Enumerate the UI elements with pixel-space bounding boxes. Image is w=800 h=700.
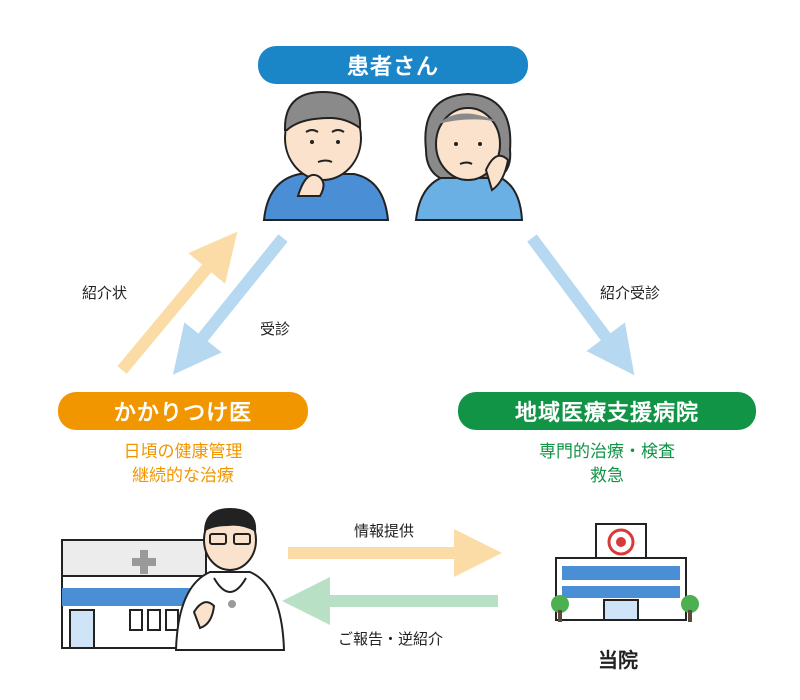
hospital-name: 当院 (598, 648, 638, 672)
woman-patient-icon (414, 92, 524, 221)
visit-label: 受診 (260, 320, 291, 338)
kakaritsuke-role-1: 日頃の健康管理 (123, 442, 243, 462)
hospital-role-1: 専門的治療・検査 (539, 442, 675, 462)
kakaritsuke-role-2: 継続的な治療 (132, 466, 234, 486)
report-label: ご報告・逆紹介 (338, 630, 444, 648)
info-label: 情報提供 (354, 522, 415, 540)
arrow-referral-visit (527, 234, 635, 376)
arrow-visit (172, 234, 288, 375)
man-patient-icon (262, 90, 390, 221)
arrow-referral-letter (117, 231, 238, 374)
doctor-icon (174, 508, 286, 651)
hospital-role-2: 救急 (590, 466, 624, 486)
kakaritsuke-roles: 日頃の健康管理 継続的な治療 (58, 440, 308, 488)
referral-visit-label: 紹介受診 (600, 284, 661, 302)
hospital-label: 地域医療支援病院 (458, 392, 756, 430)
referral-letter-label: 紹介状 (82, 284, 128, 302)
kakaritsuke-label: かかりつけ医 (58, 392, 308, 430)
hospital-roles: 専門的治療・検査 救急 (458, 440, 756, 488)
hospital-building-icon (551, 523, 699, 622)
patient-label: 患者さん (258, 46, 528, 84)
